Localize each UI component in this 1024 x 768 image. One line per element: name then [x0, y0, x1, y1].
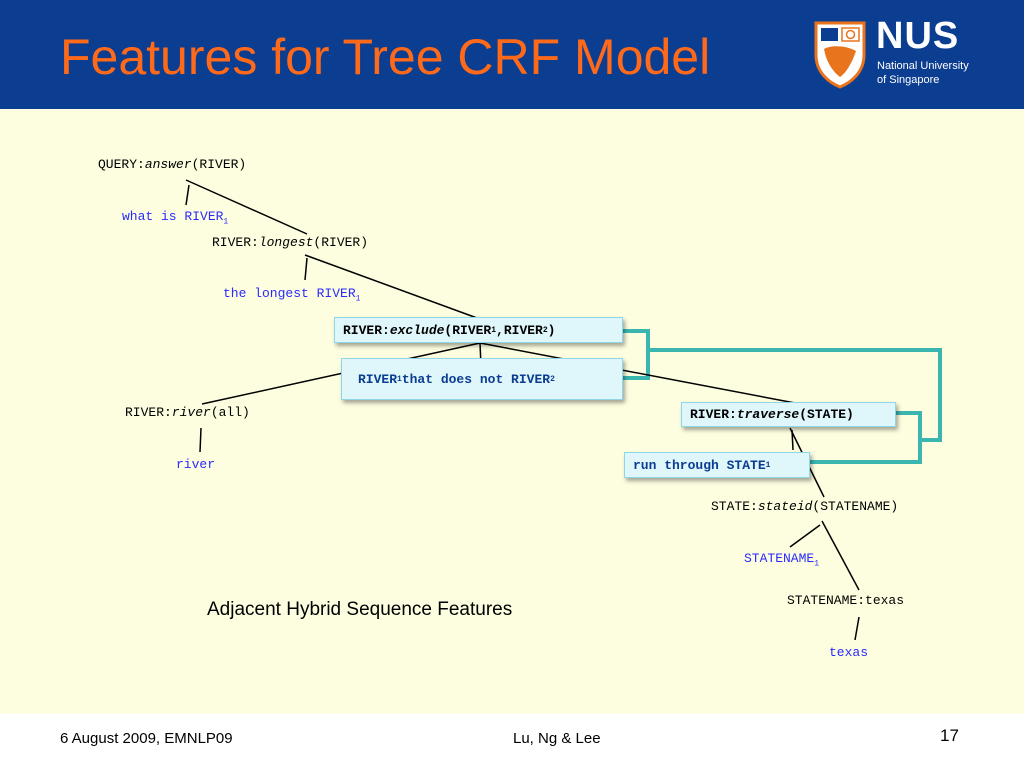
bracket-traverse [810, 411, 922, 464]
nus-logo-line2: of Singapore [877, 74, 940, 86]
node-query-answer: QUERY:answer(RIVER) [98, 157, 247, 172]
header-bar: Features for Tree CRF Model NUS National… [0, 0, 1024, 109]
edge-exclude-traverse [479, 342, 796, 404]
node-river-longest: RIVER:longest(RIVER) [212, 235, 369, 250]
nus-logo-line1: National University [877, 60, 969, 72]
edge-longest-text [304, 257, 308, 281]
edge-river-text [199, 427, 202, 453]
page-number: 17 [940, 726, 959, 745]
edge-traverse-text [791, 429, 794, 451]
edge-query-longest [185, 179, 308, 235]
footer-authors: Lu, Ng & Lee [513, 730, 601, 747]
edge-query-text [185, 184, 190, 206]
footer-date-venue: 6 August 2009, EMNLP09 [60, 730, 233, 747]
footer-bar: 6 August 2009, EMNLP09 Lu, Ng & Lee 17 [0, 714, 1024, 768]
node-statename-texas: STATENAME:texas [787, 593, 905, 608]
nus-shield-icon [814, 21, 866, 89]
node-the-longest-river: the longest RIVER1 [223, 286, 361, 304]
edge-statename-texas [854, 616, 860, 641]
nus-logo: NUS National University of Singapore [812, 15, 972, 101]
box-river-traverse: RIVER:traverse(STATE) [681, 402, 896, 427]
bracket-exclude [623, 329, 650, 380]
edge-stateid-statename [821, 520, 860, 591]
diagram-caption: Adjacent Hybrid Sequence Features [207, 599, 513, 620]
node-what-is-river: what is RIVER1 [122, 209, 229, 227]
slide-title: Features for Tree CRF Model [60, 29, 711, 85]
nus-logo-wordmark: NUS [876, 15, 960, 57]
node-river-river-all: RIVER:river(all) [125, 405, 250, 420]
node-statename-word: STATENAME1 [744, 551, 820, 569]
bracket-link [648, 348, 942, 442]
node-texas-word: texas [829, 645, 869, 660]
edge-longest-exclude [304, 254, 478, 319]
node-state-stateid: STATE:stateid(STATENAME) [711, 499, 899, 514]
bracket-connectors [623, 329, 942, 464]
edge-stateid-text [789, 524, 821, 548]
node-river-word: river [176, 457, 216, 472]
